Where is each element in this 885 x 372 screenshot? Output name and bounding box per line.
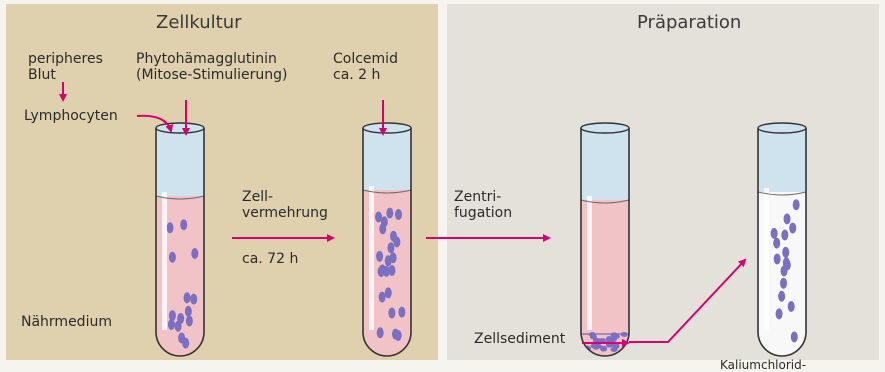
label-culture-medium: Nährmedium [21, 314, 112, 330]
label-phytohemagglutinin: Phytohämagglutinin (Mitose-Stimulierung) [136, 51, 287, 83]
label-duration: ca. 72 h [242, 251, 298, 267]
arrow-sediment-to-hypotonic [629, 260, 745, 342]
label-cell-sediment: Zellsediment [474, 331, 565, 347]
label-potassium-chloride: Kaliumchlorid- [720, 359, 806, 371]
label-peripheral-blood: peripheres Blut [28, 51, 103, 83]
label-lymphocytes: Lymphocyten [24, 108, 118, 124]
tube-hypotonic [758, 123, 806, 356]
label-centrifugation: Zentri- fugation [454, 189, 512, 221]
tube-colcemid [363, 123, 411, 356]
label-colcemid: Colcemid ca. 2 h [333, 51, 398, 83]
tube-centrifuged [581, 123, 629, 356]
tube-culture-start [156, 123, 204, 356]
label-cell-proliferation: Zell- vermehrung [242, 189, 328, 221]
